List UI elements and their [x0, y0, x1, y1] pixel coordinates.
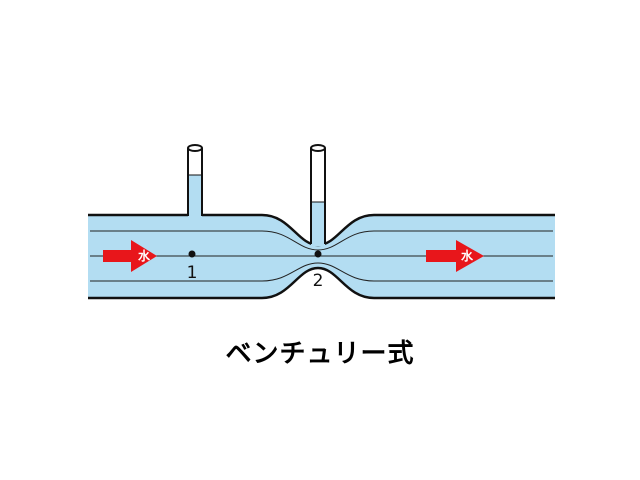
flow-arrow-right-label: 水: [461, 248, 474, 263]
streamline-lower: [90, 262, 553, 282]
point-2-marker: [314, 250, 322, 258]
point-2-label: 2: [313, 271, 324, 291]
pipe-bottom-wall: [88, 266, 555, 300]
point-1-label: 1: [187, 263, 198, 283]
point-1-marker: [188, 250, 196, 258]
manometer-tube-1: [187, 144, 203, 217]
manometer-tube-2: [310, 144, 326, 246]
flow-arrow-left-label: 水: [138, 248, 151, 263]
flow-arrow-left: 水: [103, 240, 157, 272]
flow-arrow-right: 水: [426, 240, 484, 272]
diagram-caption: ベンチュリー式: [225, 339, 415, 369]
streamline-upper: [90, 230, 553, 251]
